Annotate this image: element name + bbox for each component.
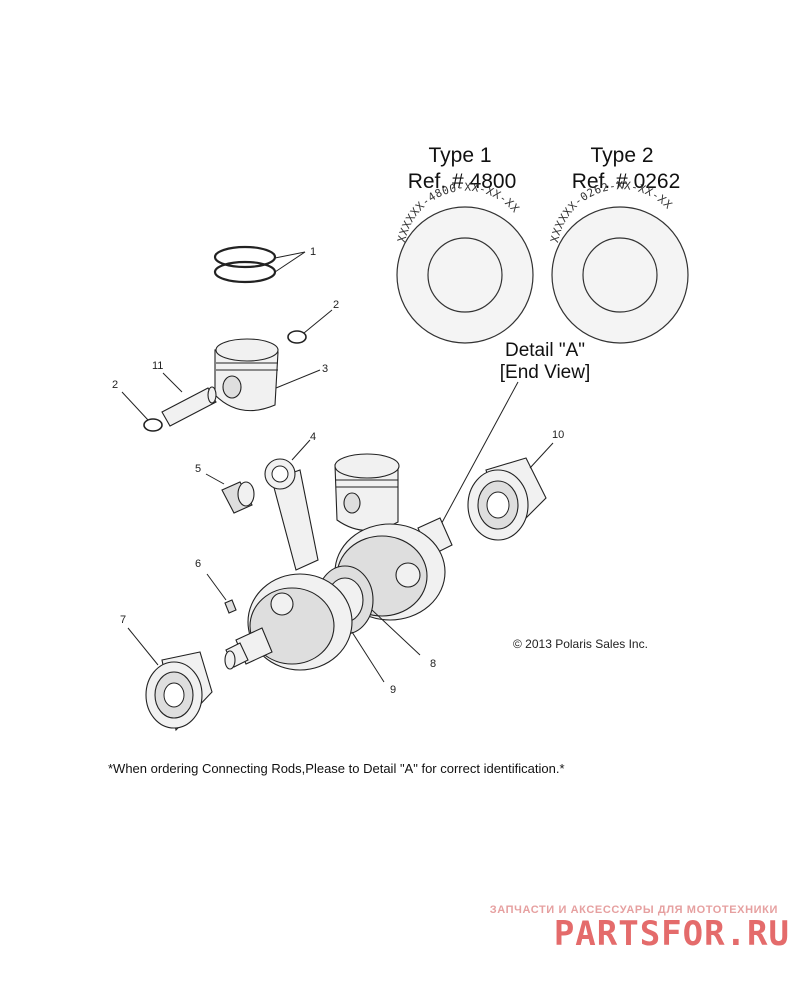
piston: [214, 338, 279, 412]
callout-8: 8: [430, 658, 436, 670]
wrist-pin: [161, 386, 217, 427]
callout-11: 11: [152, 360, 163, 372]
callout-7: 7: [120, 614, 126, 626]
callout-4: 4: [310, 431, 316, 443]
main-bearing-left: [145, 651, 213, 732]
callout-2-right: 2: [333, 299, 339, 311]
type-2-ref: Ref. # 0262: [572, 170, 681, 193]
copyright: © 2013 Polaris Sales Inc.: [513, 637, 648, 651]
callout-1: 1: [310, 246, 316, 258]
circlip-right: [287, 330, 307, 344]
detail-a-end-view-label: [End View]: [500, 362, 590, 383]
watermark-tagline: ЗАПЧАСТИ И АКСЕССУАРЫ ДЛЯ МОТОТЕХНИКИ: [490, 904, 778, 916]
crankshaft-assembly: [224, 453, 453, 671]
needle-bearing: [221, 481, 255, 514]
detail-a-leader: [437, 381, 519, 531]
callout-3: 3: [322, 363, 328, 375]
woodruff-key: [224, 599, 237, 614]
ordering-note: *When ordering Connecting Rods,Please to…: [108, 761, 565, 776]
type-2-end-view-ring: XXXXXX-0262-XX-XX-XX: [548, 179, 689, 344]
type-1-title: Type 1: [428, 144, 491, 167]
callout-5: 5: [195, 463, 201, 475]
type-1-ref: Ref. # 4800: [408, 170, 517, 193]
watermark-brand: PARTSFOR.RU: [554, 914, 790, 954]
detail-a-label: Detail "A": [505, 340, 585, 361]
callout-9: 9: [390, 684, 396, 696]
callout-10: 10: [552, 429, 564, 441]
connecting-rod: [264, 458, 319, 571]
type-1-end-view-ring: XXXXXX-4800-XX-XX-XX: [395, 181, 534, 344]
callout-6: 6: [195, 558, 201, 570]
main-bearing-right: [467, 457, 547, 541]
circlip-left: [143, 418, 163, 432]
type-2-title: Type 2: [590, 144, 653, 167]
callout-2-left: 2: [112, 379, 118, 391]
piston-rings: [213, 245, 277, 284]
